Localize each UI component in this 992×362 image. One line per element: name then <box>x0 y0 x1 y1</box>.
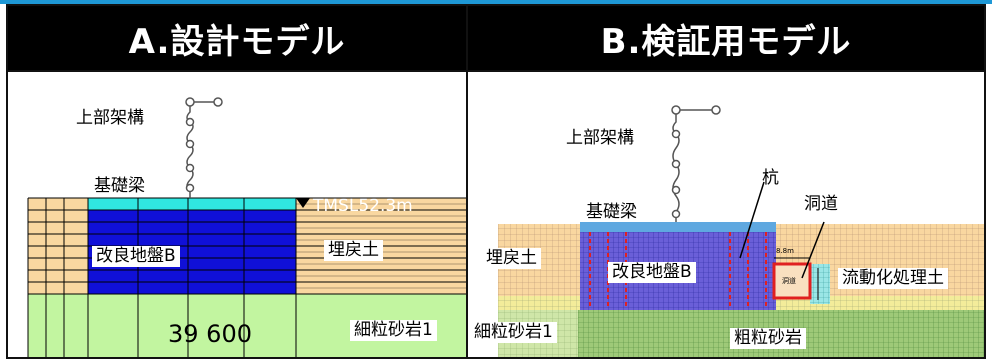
label-tunnel-box: 洞道 <box>782 277 796 285</box>
verification-model-diagram: 上部架構 杭 洞道 基礎梁 埋戻土 改良地盤B 8.8m 洞道 流動化処理土 細… <box>468 70 984 357</box>
panel-design-model: A.設計モデル <box>6 4 468 359</box>
tunnel-leader-line <box>801 221 825 279</box>
label-backfill: 埋戻土 <box>324 240 383 261</box>
panel-verification-model: B.検証用モデル <box>466 4 986 359</box>
label-elevation: TMSL52.3m <box>313 196 413 216</box>
foundation-beam <box>88 198 296 210</box>
design-model-drawing <box>27 97 466 357</box>
superstructure-stick-model <box>185 97 223 198</box>
elevation-marker <box>296 198 310 208</box>
label-dimension: 39 600 <box>168 320 252 348</box>
verification-model-drawing <box>498 105 984 357</box>
label-coarse-sandstone: 粗粒砂岩 <box>730 328 806 349</box>
foundation-beam <box>580 222 776 232</box>
label-foundation-beam: 基礎梁 <box>586 202 637 222</box>
label-backfill: 埋戻土 <box>482 248 541 269</box>
accent-bar <box>0 0 992 4</box>
label-superstructure: 上部架構 <box>76 108 144 128</box>
tunnel-box <box>772 262 812 300</box>
mesh-grid <box>27 197 466 357</box>
pile-leader-line <box>739 181 765 259</box>
panel-a-title: A.設計モデル <box>8 6 466 70</box>
fluidized-soil <box>810 264 830 304</box>
design-model-diagram: 上部架構 基礎梁 TMSL52.3m 改良地盤B 埋戻土 39 600 細粒砂岩… <box>8 70 466 357</box>
label-sandstone: 細粒砂岩1 <box>350 320 437 341</box>
label-tunnel: 洞道 <box>804 194 838 214</box>
label-improved-ground: 改良地盤B <box>92 246 180 267</box>
superstructure-stick-model <box>671 105 721 222</box>
label-fluidized-soil: 流動化処理土 <box>838 268 948 289</box>
panel-b-title: B.検証用モデル <box>468 6 984 70</box>
label-pile: 杭 <box>762 168 779 188</box>
label-foundation-beam: 基礎梁 <box>94 176 145 196</box>
label-improved-ground: 改良地盤B <box>608 262 696 283</box>
label-tunnel-width: 8.8m <box>776 247 794 255</box>
label-sandstone: 細粒砂岩1 <box>470 322 557 343</box>
label-superstructure: 上部架構 <box>566 128 634 148</box>
